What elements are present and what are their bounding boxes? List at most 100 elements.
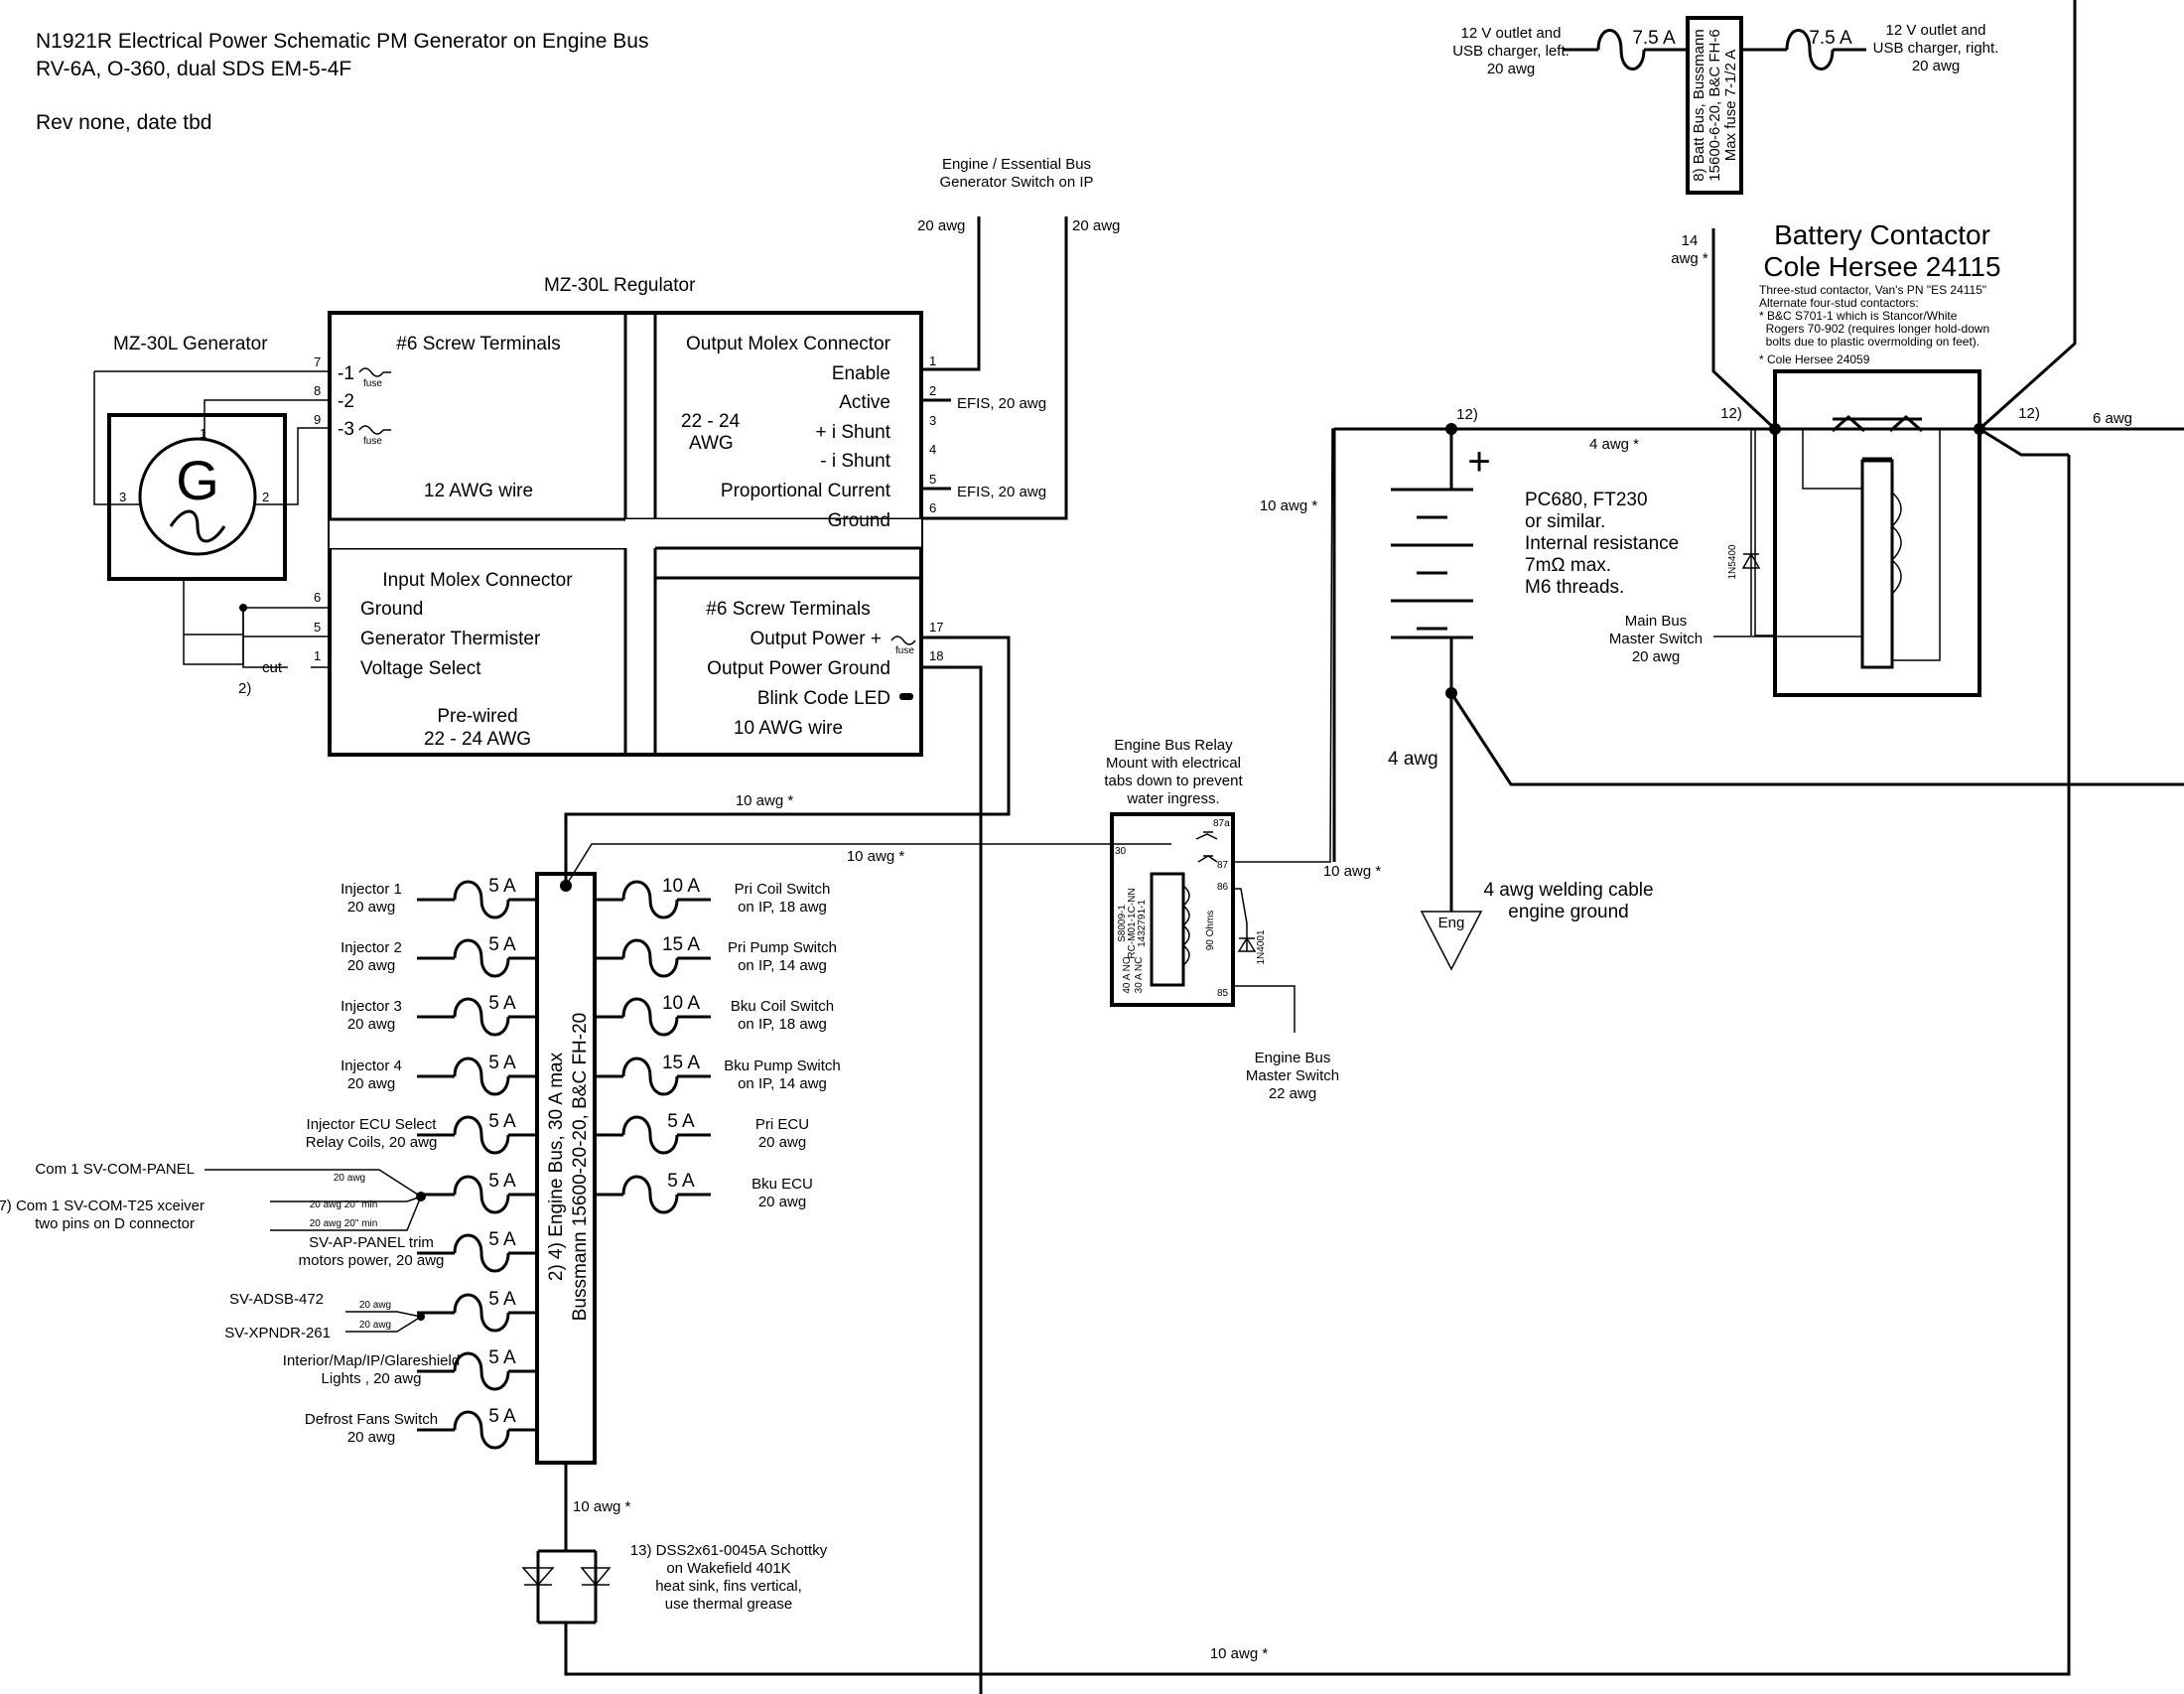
input-pin-voltage: Voltage Select [360,658,481,679]
gen-switch-label-1: Engine / Essential Bus [942,156,1091,173]
schottky-l2: on Wakefield 401K [666,1560,790,1577]
relay-l4: water ingress. [1126,790,1219,807]
relay-diode-label: 1N4001 [1256,929,1267,964]
left-fuse-amp: 5 A [488,1406,516,1427]
right-fuse-label-2: 20 awg [758,1134,806,1151]
bus-feed-1: 10 awg * [736,792,794,809]
fuse-icon [453,938,510,978]
left-fuse-amp: 5 A [488,1289,516,1310]
output-connector-title: Output Molex Connector [686,334,891,354]
relay-l1: Engine Bus Relay [1114,737,1233,754]
input-pin-thermister: Generator Thermister [360,629,541,649]
pin-9: 9 [314,412,321,427]
battery-l3: Internal resistance [1525,533,1679,554]
fuse-label-3: fuse [363,436,382,447]
gen-pin-3: 3 [119,490,126,504]
left-fuse-label-2: 20 awg [347,1429,395,1446]
battery-l2: or similar. [1525,511,1605,532]
relay-pin-86: 86 [1217,882,1229,893]
efis-label-1: EFIS, 20 awg [957,395,1046,412]
relay-box [1110,812,1235,1007]
battery-ground-l2: engine ground [1508,902,1629,922]
contactor-diode-label: 1N5400 [1727,544,1738,579]
out-pin-6: 6 [929,500,936,515]
com1-t25-awg-a: 20 awg 20" min [310,1200,378,1210]
contactor-sw-3: 20 awg [1632,648,1680,665]
contactor-feed-wire [1711,228,1777,431]
com1-panel-awg: 20 awg [334,1173,365,1184]
prewired-1: Pre-wired [437,706,517,727]
relay-sw-2: Master Switch [1246,1067,1339,1084]
output-pin-enable: Enable [832,363,890,384]
relay-coil-icon [1181,885,1190,966]
regulator-title: MZ-30L Regulator [544,275,696,296]
efis-label-2: EFIS, 20 awg [957,484,1046,500]
fuse-icon [453,1351,510,1391]
pin-6: 6 [314,590,321,605]
left-fuse-label-1: Injector 2 [341,939,402,956]
contactor-sw-1: Main Bus [1625,613,1688,630]
fuse-icon [453,1175,510,1214]
gen-switch-awg-right: 20 awg [1072,217,1120,234]
batt-left-2: USB charger, left. [1452,43,1570,60]
relay-rating-2: 30 A NC [1134,957,1145,994]
fuse-icon [453,880,510,919]
ac-wave-icon [169,509,226,543]
batt-bus-l3: Max fuse 7-1/2 A [1722,50,1739,162]
output-awg-1: 22 - 24 [681,411,741,432]
fuse-icon [453,997,510,1037]
power-pin-positive: Output Power + [750,629,882,649]
contactor-title-2: Cole Hersee 24115 [1763,251,2000,282]
right-fuse-label-2: on IP, 14 awg [738,957,827,974]
schottky-l4: use thermal grease [665,1596,792,1613]
battery-ground-l1: 4 awg welding cable [1483,880,1653,901]
engine-bus-label-1: 2) 4) Engine Bus, 30 A max [546,1052,567,1281]
left-fuse-label-1: SV-AP-PANEL trim [309,1234,434,1251]
fuse-icon [358,367,391,377]
schottky-l3: heat sink, fins vertical, [655,1578,802,1595]
right-fuse-label-1: Pri ECU [755,1116,809,1133]
fuse-icon [1596,29,1646,71]
relay-sw-3: 22 awg [1269,1085,1316,1102]
gen-pin-2: 2 [262,490,269,504]
contactor-note-5: bolts due to plastic overmolding on feet… [1759,335,1979,349]
left-fuse-label-2: 20 awg [347,957,395,974]
engine-ground-label: Eng [1438,915,1465,931]
relay-pin-85: 85 [1217,988,1229,999]
contactor-contact-icon [1832,415,1923,461]
relay-rating-1: 40 A NO [1122,956,1133,993]
schottky-l1: 13) DSS2x61-0045A Schottky [630,1542,828,1559]
batt-bus-box [1686,16,1743,195]
page-subtitle: RV-6A, O-360, dual SDS EM-5-4F [36,58,351,80]
left-fuse-amp: 5 A [488,934,516,955]
output-pin-shunt-neg: - i Shunt [820,451,890,472]
left-fuse-amp: 5 A [488,1347,516,1368]
contactor-title-1: Battery Contactor [1774,219,1990,250]
battery-l1: PC680, FT230 [1525,490,1648,510]
left-fuse-label-1: Interior/Map/IP/Glareshield [283,1352,460,1369]
fuse-icon [621,1115,679,1155]
contactor-note-4: Rogers 70-902 (requires longer hold-down [1759,322,1989,336]
relay-pin-30: 30 [1115,846,1127,857]
generator-box [107,413,287,581]
cut-label: cut [262,659,283,676]
batt-bus-l2: 15600-6-20, B&C FH-6 [1706,29,1723,181]
battery-l4: 7mΩ max. [1525,555,1611,576]
left-fuse-amp: 5 A [488,1053,516,1073]
fuse-icon [890,635,916,645]
right-fuse-amp: 10 A [662,993,700,1014]
contactor-coil-icon [1890,492,1902,595]
relay-coil-box [1150,872,1185,987]
out-pin-1: 1 [929,353,936,368]
generator-symbol-letter: G [176,449,219,511]
gen-wire-7 [93,370,330,505]
left-fuse-label-1: Injector 4 [341,1058,402,1074]
power-out-wire-18 [921,665,983,1694]
right-fuse-amp: 5 A [667,1171,695,1192]
screw-terminal-1: -1 [338,363,354,384]
battery-plates [1391,488,1473,639]
pin-8: 8 [314,383,321,398]
